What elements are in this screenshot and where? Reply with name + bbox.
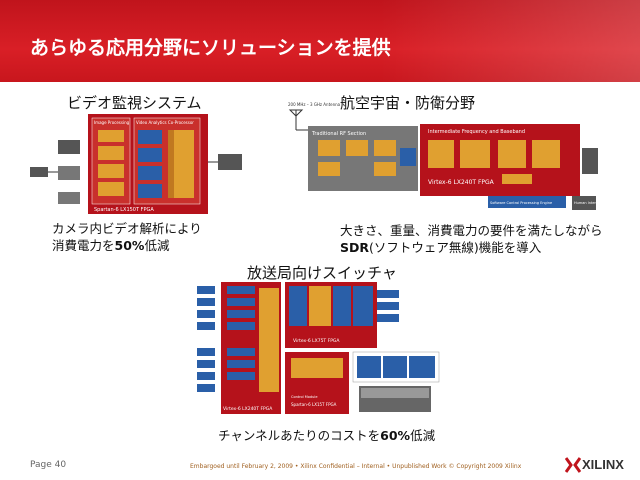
bc-control-label: Control Module [291,395,318,399]
xilinx-logo: XILINX [565,455,635,475]
aero-section-title: 航空宇宙・防衛分野 [340,94,476,112]
video-caption: カメラ内ビデオ解析により 消費電力を50%低減 [52,220,202,254]
aero-human-label: Human Interface [574,201,603,205]
aero-rf-label: Traditional RF Section [311,131,366,137]
video-right-block-label: Video Analytics Co-Processor [136,120,194,125]
aero-antenna-label: 200 MHz – 3 GHz Antenna [288,102,341,107]
video-fpga-label: Spartan-6 LX150T FPGA [94,207,154,213]
video-left-block-label: Image Processing [94,120,130,125]
video-diagram: Image Processing Video Analytics Co-Proc… [30,114,242,214]
page-number: Page 40 [30,460,67,470]
broadcast-caption: チャンネルあたりのコストを60%低減 [218,428,436,443]
bc-fpga3-label: Spartan-6 LX15T FPGA [291,402,337,407]
aero-diagram: 200 MHz – 3 GHz Antenna Traditional RF S… [288,102,603,210]
bc-fpga2-label: Virtex-6 LX75T FPGA [293,338,340,344]
header-shine [380,0,640,82]
bc-fpga1-label: Virtex-6 LX240T FPGA [223,406,273,412]
aero-if-label: Intermediate Frequency and Baseband [428,129,525,135]
header-banner: あらゆる応用分野にソリューションを提供 [0,0,640,82]
broadcast-section-title: 放送局向けスイッチャ [247,264,397,282]
video-caption-line2: 消費電力を50%低減 [52,238,170,253]
slide-title: あらゆる応用分野にソリューションを提供 [30,37,391,59]
aero-caption: 大きさ、重量、消費電力の要件を満たしながら SDR(ソフトウェア無線)機能を導入 [340,222,603,256]
xilinx-x-icon [565,457,581,473]
aero-caption-line1: 大きさ、重量、消費電力の要件を満たしながら [340,223,603,238]
video-caption-line1: カメラ内ビデオ解析により [52,221,202,236]
broadcast-diagram: Virtex-6 LX240T FPGA Virtex-6 LX75T FPGA… [183,282,440,414]
aero-fpga-label: Virtex-6 LX240T FPGA [428,179,495,186]
confidential-footer: Embargoed until February 2, 2009 • Xilin… [190,463,522,470]
aero-caption-line2: SDR(ソフトウェア無線)機能を導入 [340,240,542,255]
aero-soft-label: Software Control Processing Engine [490,201,552,205]
video-section-title: ビデオ監視システム [67,94,202,112]
logo-text: XILINX [582,457,624,472]
